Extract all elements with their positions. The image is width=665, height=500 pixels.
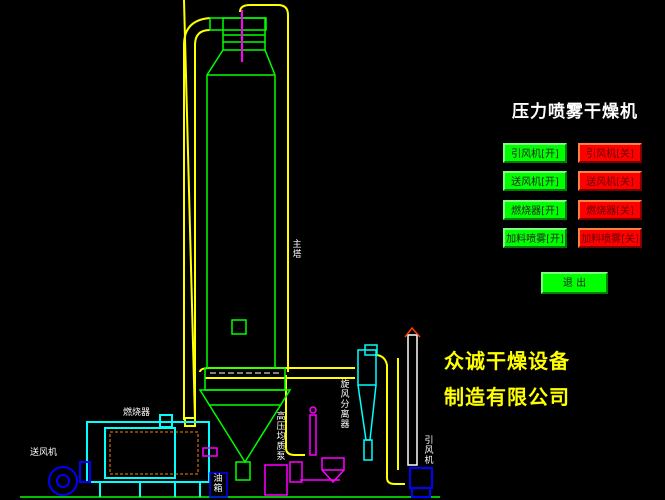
pump-label: 高压均质泵 bbox=[276, 412, 286, 462]
burner bbox=[86, 414, 210, 497]
blower-off-button[interactable]: 送风机[关] bbox=[578, 171, 642, 191]
oil-tank bbox=[209, 472, 228, 498]
burner-on-button[interactable]: 燃烧器[开] bbox=[503, 200, 567, 220]
exit-button[interactable]: 退 出 bbox=[541, 272, 608, 294]
burner-off-button[interactable]: 燃烧器[关] bbox=[578, 200, 642, 220]
exhaust-fan bbox=[409, 467, 433, 498]
feed-spray-on-button[interactable]: 加料喷雾[开] bbox=[503, 228, 567, 248]
exhaust-fan-on-button[interactable]: 引风机[开] bbox=[503, 143, 567, 163]
oil-tank-label: 油箱 bbox=[213, 474, 223, 494]
exhaust-fan-label: 引风机 bbox=[424, 436, 434, 466]
company-name-line2: 制造有限公司 bbox=[444, 385, 570, 409]
exhaust-fan-off-button[interactable]: 引风机[关] bbox=[578, 143, 642, 163]
main-tower-label: 主塔 bbox=[292, 240, 302, 260]
hot-air-duct bbox=[183, 0, 405, 485]
main-tower bbox=[198, 17, 292, 481]
burner-label: 燃烧器 bbox=[123, 408, 151, 418]
page-title: 压力喷雾干燥机 bbox=[512, 102, 638, 122]
feed-spray-off-button[interactable]: 加料喷雾[关] bbox=[578, 228, 642, 248]
blower-fan bbox=[48, 461, 91, 496]
pump bbox=[202, 406, 345, 496]
cyclone-separator bbox=[357, 344, 378, 461]
exhaust-stack bbox=[404, 326, 421, 466]
company-name-line1: 众诚干燥设备 bbox=[444, 349, 570, 373]
blower-label: 送风机 bbox=[30, 448, 58, 458]
blower-on-button[interactable]: 送风机[开] bbox=[503, 171, 567, 191]
cyclone-label: 旋风分离器 bbox=[340, 380, 350, 430]
